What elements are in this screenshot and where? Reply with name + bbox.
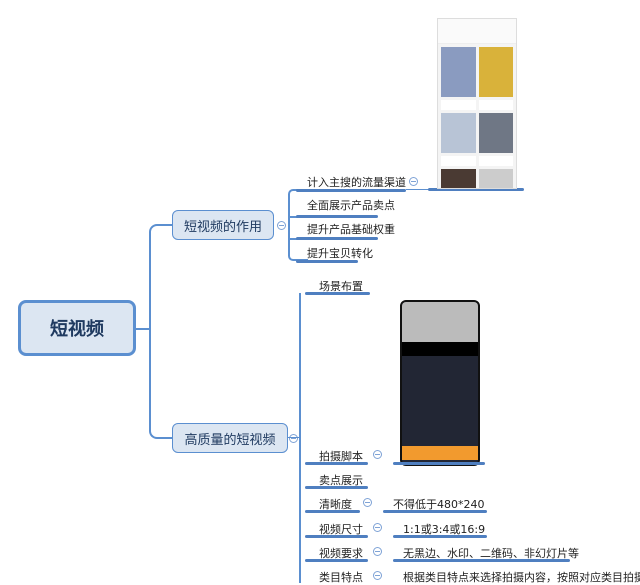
node-conversion[interactable]: 提升宝贝转化 bbox=[307, 247, 373, 260]
node-scene[interactable]: 场景布置 bbox=[319, 280, 363, 293]
underline bbox=[296, 189, 406, 192]
underline bbox=[305, 535, 368, 538]
underline bbox=[393, 535, 487, 538]
collapse-icon[interactable] bbox=[277, 221, 286, 230]
detail-requirements: 无黑边、水印、二维码、非幻灯片等 bbox=[403, 547, 579, 560]
node-requirements[interactable]: 视频要求 bbox=[319, 547, 363, 560]
connector bbox=[288, 437, 300, 438]
collapse-icon[interactable] bbox=[373, 571, 382, 580]
node-size[interactable]: 视频尺寸 bbox=[319, 523, 363, 536]
node-base-weight[interactable]: 提升产品基础权重 bbox=[307, 223, 395, 236]
underline bbox=[393, 559, 570, 562]
node-traffic-channel[interactable]: 计入主搜的流量渠道 bbox=[307, 176, 406, 189]
collapse-icon[interactable] bbox=[373, 450, 382, 459]
collapse-icon[interactable] bbox=[363, 498, 372, 507]
underline bbox=[305, 559, 368, 562]
underline bbox=[383, 510, 487, 513]
connector bbox=[299, 293, 301, 583]
connector bbox=[136, 328, 150, 330]
connector bbox=[149, 224, 172, 439]
underline bbox=[428, 188, 524, 191]
node-selling-points[interactable]: 全面展示产品卖点 bbox=[307, 199, 395, 212]
detail-size: 1:1或3:4或16:9 bbox=[403, 523, 486, 536]
collapse-icon[interactable] bbox=[373, 547, 382, 556]
collapse-icon[interactable] bbox=[409, 177, 418, 186]
connector bbox=[406, 189, 430, 190]
underline bbox=[296, 215, 378, 218]
underline bbox=[296, 260, 358, 263]
underline bbox=[393, 462, 485, 465]
underline bbox=[305, 510, 360, 513]
node-category[interactable]: 类目特点 bbox=[319, 571, 363, 584]
root-node[interactable]: 短视频 bbox=[18, 300, 136, 356]
branch-node-purpose[interactable]: 短视频的作用 bbox=[172, 210, 274, 240]
branch-node-quality[interactable]: 高质量的短视频 bbox=[172, 423, 288, 453]
underline bbox=[296, 237, 378, 240]
underline bbox=[305, 462, 368, 465]
node-selling-display[interactable]: 卖点展示 bbox=[319, 474, 363, 487]
connector bbox=[288, 189, 308, 261]
underline bbox=[305, 292, 370, 295]
underline bbox=[305, 486, 368, 489]
detail-category: 根据类目特点来选择拍摄内容，按照对应类目拍摄即可 bbox=[403, 571, 640, 584]
collapse-icon[interactable] bbox=[373, 523, 382, 532]
node-script[interactable]: 拍摄脚本 bbox=[319, 450, 363, 463]
collapse-icon[interactable] bbox=[289, 434, 298, 443]
search-results-screenshot bbox=[437, 18, 517, 189]
detail-clarity: 不得低于480*240 bbox=[393, 498, 485, 511]
node-clarity[interactable]: 清晰度 bbox=[319, 498, 352, 511]
video-script-screenshot bbox=[400, 300, 480, 466]
